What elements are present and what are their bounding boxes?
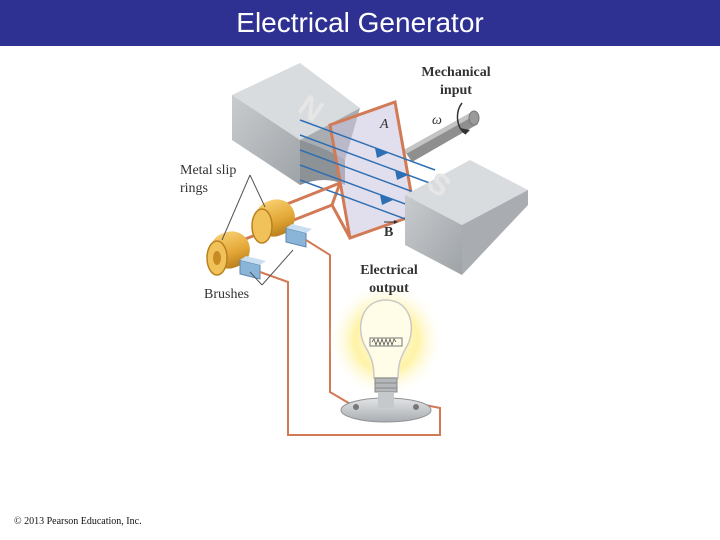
north-magnet: N	[232, 63, 360, 185]
electrical-output-label-line2: output	[369, 281, 409, 296]
electrical-output-label-line1: Electrical	[360, 263, 418, 278]
slip-rings-label-line2: rings	[180, 181, 208, 196]
slip-rings	[206, 199, 295, 276]
vector-arrowhead-icon	[394, 220, 398, 224]
magnetic-field-lines	[299, 119, 436, 231]
area-label: A	[379, 117, 389, 132]
south-magnet: S	[405, 160, 528, 275]
angular-velocity-label: ω	[432, 113, 442, 128]
rotation-arrow-icon	[456, 102, 470, 135]
slip-rings-label-line1: Metal slip	[180, 163, 236, 178]
generator-diagram: N S	[180, 63, 528, 436]
output-wires	[259, 239, 441, 436]
page-title: Electrical Generator	[236, 7, 484, 38]
magnetic-field-label: B	[384, 225, 393, 240]
leader-lines	[221, 174, 294, 286]
mechanical-input-label-line2: input	[440, 83, 472, 98]
copyright-notice: © 2013 Pearson Education, Inc.	[14, 516, 142, 527]
brushes-label: Brushes	[204, 287, 249, 302]
brushes	[239, 224, 312, 280]
title-bar: Electrical Generator	[0, 0, 720, 46]
mechanical-input-label-line1: Mechanical	[421, 65, 490, 80]
light-bulb	[328, 282, 444, 423]
